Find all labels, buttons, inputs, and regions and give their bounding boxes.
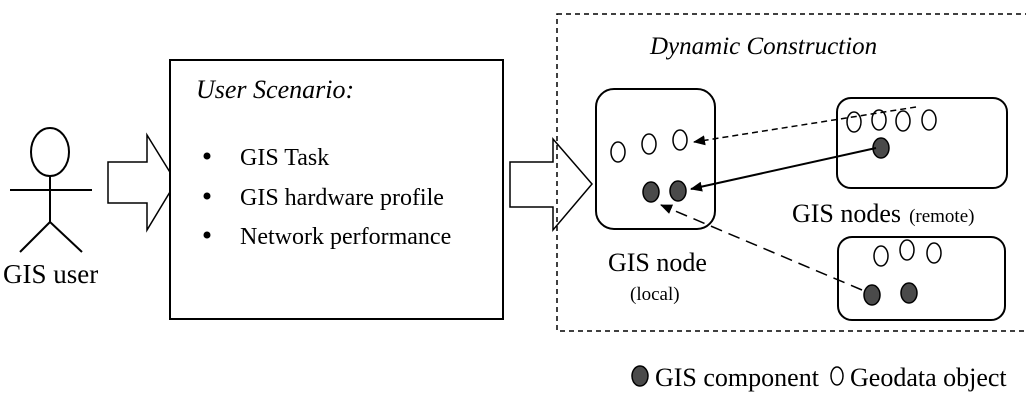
bullet-icon	[203, 192, 211, 200]
legend-component-label: GIS component	[655, 363, 820, 392]
geodata-object-icon	[895, 110, 911, 132]
gis-component-icon	[642, 181, 660, 203]
legend-gis-component-icon	[631, 365, 649, 387]
scenario-title: User Scenario:	[196, 75, 354, 104]
legend-geodata-label: Geodata object	[850, 363, 1007, 392]
construction-title: Dynamic Construction	[649, 33, 877, 60]
bullet-icon	[203, 152, 211, 160]
geodata-object-icon	[871, 109, 887, 131]
gis-component-icon	[900, 282, 918, 304]
component-transfer-dashed-arrow	[660, 204, 863, 291]
geodata-object-icon	[926, 242, 942, 264]
block-arrow-to-construction	[509, 136, 593, 233]
actor-label: GIS user	[3, 259, 98, 289]
geodata-object-icon	[873, 245, 889, 267]
geodata-object-icon	[610, 141, 626, 163]
block-arrow-to-scenario	[107, 132, 177, 233]
remote-gis-node-top	[836, 97, 1008, 189]
scenario-item-2: GIS hardware profile	[240, 185, 444, 211]
scenario-item-1: GIS Task	[240, 145, 329, 171]
local-node-label: GIS node	[608, 248, 707, 277]
legend: GIS component Geodata object	[631, 363, 1007, 392]
remote-nodes-label-main: GIS nodes	[792, 199, 901, 228]
geodata-object-icon	[899, 239, 915, 261]
geodata-object-icon	[672, 129, 688, 151]
scenario-box	[169, 59, 504, 320]
local-node-sublabel: (local)	[630, 284, 680, 305]
remote-nodes-label: GIS nodes (remote)	[792, 199, 974, 228]
legend-geodata-object-icon	[830, 366, 844, 386]
remote-nodes-sublabel: (remote)	[909, 206, 974, 227]
remote-gis-node-bottom	[837, 236, 1006, 321]
geodata-object-icon	[846, 111, 862, 133]
geodata-object-icon	[641, 133, 657, 155]
user-figure-icon	[10, 127, 92, 253]
component-transfer-arrow	[690, 147, 877, 192]
scenario-item-3: Network performance	[240, 224, 451, 250]
gis-component-icon	[669, 180, 687, 202]
geodata-object-icon	[921, 109, 937, 131]
dynamic-construction-region	[556, 13, 1026, 332]
gis-component-icon	[863, 284, 881, 306]
bullet-icon	[203, 231, 211, 239]
geodata-transfer-arrow	[693, 106, 917, 146]
